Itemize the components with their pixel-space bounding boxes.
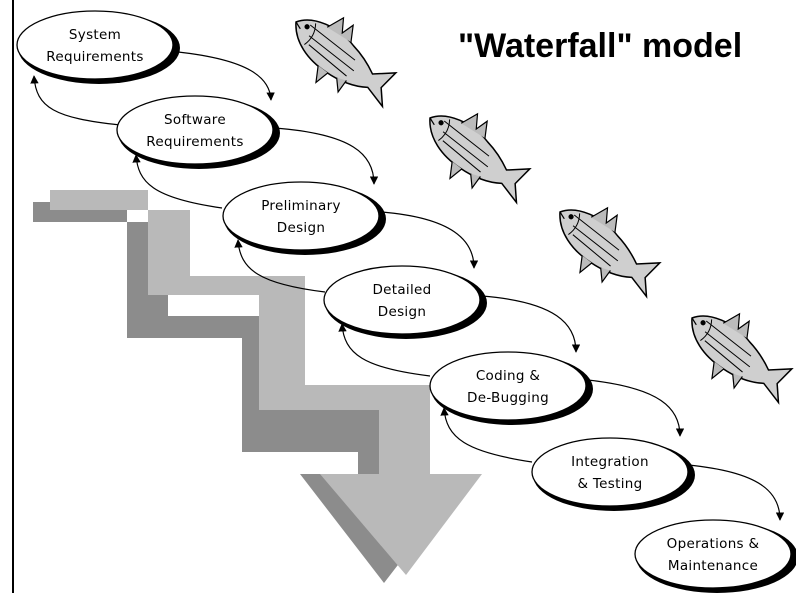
phase-label-line2: Requirements — [146, 134, 243, 150]
phase-label-line1: Integration — [571, 454, 649, 470]
phase-label-line1: Detailed — [372, 282, 431, 298]
phase-label-line1: Coding & — [476, 368, 541, 384]
phase-label-line1: Software — [164, 112, 226, 128]
phase-label-line2: Maintenance — [668, 558, 758, 574]
phase-label-line2: Requirements — [46, 49, 143, 65]
phase-label-line1: System — [69, 27, 121, 43]
phase-software-requirements: Software Requirements — [116, 95, 280, 169]
fish-icon — [670, 294, 796, 413]
phase-integration-testing: Integration & Testing — [531, 437, 695, 511]
fish-icon — [408, 94, 546, 213]
feedback-arrows — [30, 75, 533, 463]
phase-label-line2: Design — [277, 220, 325, 236]
forward-arrows — [177, 51, 785, 521]
page-title: "Waterfall" model — [458, 27, 742, 65]
fish-icon — [274, 0, 412, 117]
phase-label-line2: De-Bugging — [467, 390, 549, 406]
staircase-arrow — [33, 190, 482, 583]
phase-label-line1: Operations & — [667, 536, 760, 552]
phase-label-line2: Design — [378, 304, 426, 320]
phase-preliminary-design: Preliminary Design — [222, 181, 386, 255]
phase-label-line2: & Testing — [578, 476, 643, 492]
phase-system-requirements: System Requirements — [16, 10, 180, 84]
phase-operations-maintenance: Operations & Maintenance — [634, 519, 796, 593]
phase-coding-debugging: Coding & De-Bugging — [429, 351, 593, 425]
fish-icon — [538, 188, 676, 307]
phase-label-line1: Preliminary — [261, 198, 341, 214]
phase-detailed-design: Detailed Design — [323, 265, 487, 339]
